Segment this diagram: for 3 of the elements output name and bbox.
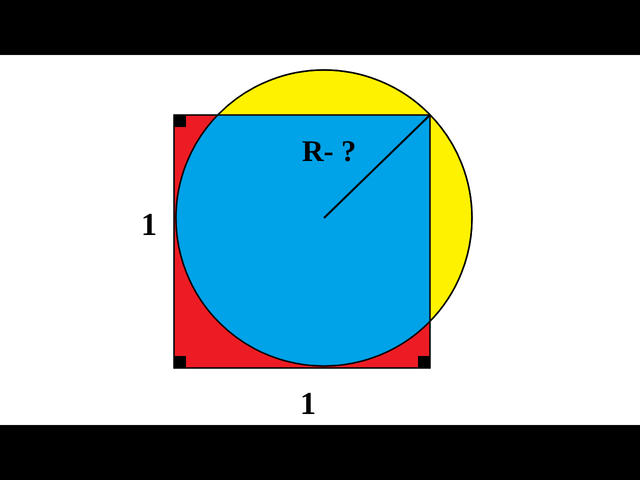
radius-label: R- ? (302, 137, 356, 167)
side-length-label: 1 (141, 208, 157, 240)
side-length-label: 1 (300, 387, 316, 419)
